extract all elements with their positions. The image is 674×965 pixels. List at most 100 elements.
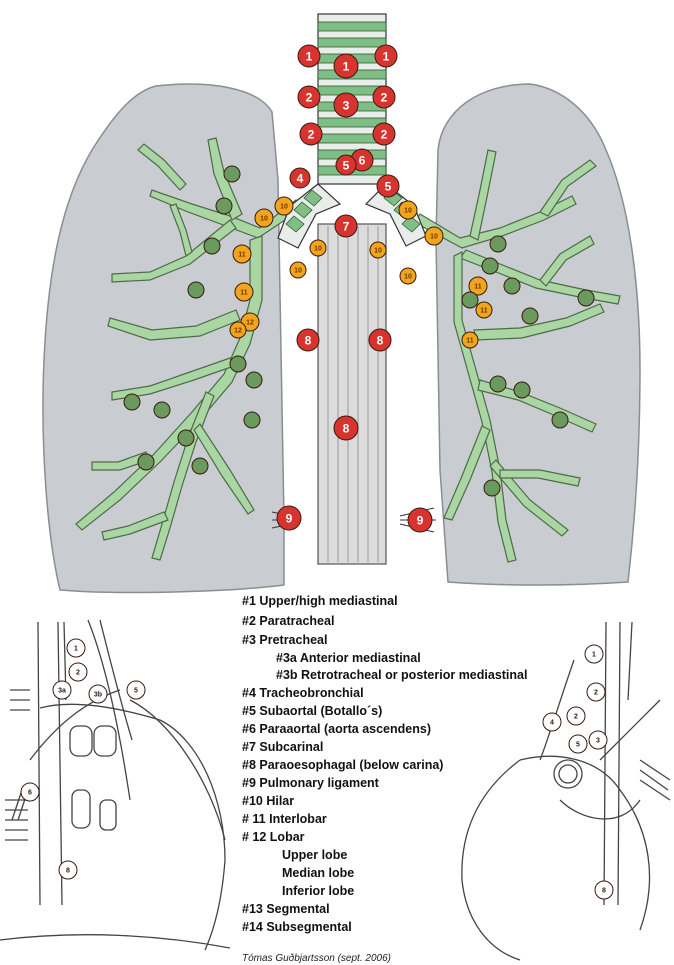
green-node xyxy=(462,292,478,308)
orange-node: 10 xyxy=(275,197,293,215)
red-node: 1 xyxy=(298,45,320,67)
node-label: 11 xyxy=(480,308,488,315)
small-node: 8 xyxy=(59,861,77,879)
red-node: 2 xyxy=(300,123,322,145)
node-label: 8 xyxy=(66,868,70,875)
node-label: 11 xyxy=(466,338,474,345)
node-label: 10 xyxy=(260,216,268,223)
red-node: 4 xyxy=(290,168,310,188)
green-node xyxy=(578,290,594,306)
orange-node: 10 xyxy=(399,201,417,219)
red-node: 8 xyxy=(369,329,391,351)
small-node: 3b xyxy=(89,685,107,703)
orange-node: 10 xyxy=(290,262,306,278)
orange-node: 11 xyxy=(462,332,478,348)
orange-node: 10 xyxy=(400,268,416,284)
green-node xyxy=(124,394,140,410)
node-label: 1 xyxy=(383,49,390,63)
node-label: 5 xyxy=(576,742,580,749)
node-label: 3 xyxy=(343,98,350,112)
node-label: 6 xyxy=(28,790,32,797)
red-node: 1 xyxy=(375,45,397,67)
green-node xyxy=(552,412,568,428)
orange-node: 11 xyxy=(476,302,492,318)
orange-node: 10 xyxy=(370,242,386,258)
node-label: 12 xyxy=(246,320,254,327)
orange-node: 10 xyxy=(255,209,273,227)
esophagus xyxy=(318,224,386,564)
node-label: 7 xyxy=(343,219,350,233)
node-label: 1 xyxy=(592,652,596,659)
green-node xyxy=(204,238,220,254)
red-node: 2 xyxy=(373,123,395,145)
node-label: 6 xyxy=(359,153,366,167)
node-label: 10 xyxy=(374,248,382,255)
node-label: 9 xyxy=(286,511,293,525)
small-node: 3a xyxy=(53,681,71,699)
red-node: 5 xyxy=(336,155,356,175)
node-label: 8 xyxy=(602,888,606,895)
green-node xyxy=(490,236,506,252)
node-label: 11 xyxy=(238,252,246,259)
green-node xyxy=(484,480,500,496)
green-node xyxy=(224,166,240,182)
author-credit: Tómas Guðbjartsson (sept. 2006) xyxy=(242,953,391,964)
red-node: 8 xyxy=(297,329,319,351)
small-node: 2 xyxy=(69,663,87,681)
small-node: 1 xyxy=(585,645,603,663)
small-node: 2 xyxy=(587,683,605,701)
node-label: 10 xyxy=(294,268,302,275)
green-node xyxy=(246,372,262,388)
red-node: 5 xyxy=(377,175,399,197)
red-node: 2 xyxy=(298,86,320,108)
node-label: 10 xyxy=(404,208,412,215)
green-node xyxy=(504,278,520,294)
node-label: 8 xyxy=(305,333,312,347)
node-label: 4 xyxy=(297,171,304,185)
orange-node: 11 xyxy=(233,245,251,263)
red-node: 3 xyxy=(334,93,358,117)
node-label: 11 xyxy=(474,284,482,291)
green-node xyxy=(216,198,232,214)
red-node: 9 xyxy=(408,508,432,532)
orange-node: 11 xyxy=(235,283,253,301)
node-label: 8 xyxy=(343,421,350,435)
green-node xyxy=(490,376,506,392)
small-node: 2 xyxy=(567,707,585,725)
node-label: 10 xyxy=(404,274,412,281)
node-label: 10 xyxy=(314,246,322,253)
node-label: 5 xyxy=(385,179,392,193)
small-node: 4 xyxy=(543,713,561,731)
node-label: 2 xyxy=(574,714,578,721)
node-label: 11 xyxy=(240,290,248,297)
node-label: 10 xyxy=(430,234,438,241)
small-node: 5 xyxy=(127,681,145,699)
node-label: 9 xyxy=(417,513,424,527)
green-node xyxy=(522,308,538,324)
node-label: 8 xyxy=(377,333,384,347)
node-label: 3b xyxy=(94,692,102,699)
node-label: 2 xyxy=(381,90,388,104)
node-label: 12 xyxy=(234,328,242,335)
node-label: 1 xyxy=(306,49,313,63)
node-label: 1 xyxy=(74,646,78,653)
red-node: 1 xyxy=(334,54,358,78)
node-label: 2 xyxy=(76,670,80,677)
node-label: 3 xyxy=(596,738,600,745)
red-node: 2 xyxy=(373,86,395,108)
lateral-view-left xyxy=(462,622,670,960)
red-node: 8 xyxy=(334,416,358,440)
red-node: 9 xyxy=(277,506,301,530)
red-node: 7 xyxy=(335,215,357,237)
node-label: 2 xyxy=(381,127,388,141)
green-node xyxy=(178,430,194,446)
green-node xyxy=(192,458,208,474)
node-label: 3a xyxy=(58,688,66,695)
orange-node: 10 xyxy=(425,227,443,245)
node-label: 5 xyxy=(134,688,138,695)
small-node: 5 xyxy=(569,735,587,753)
green-node xyxy=(244,412,260,428)
green-node xyxy=(138,454,154,470)
small-node: 3 xyxy=(589,731,607,749)
green-node xyxy=(154,402,170,418)
